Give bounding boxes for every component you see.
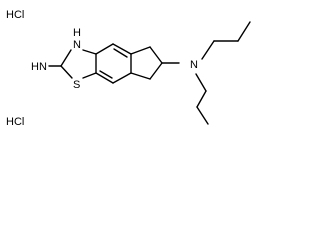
bond-c2-s1 <box>60 65 73 79</box>
amine-n-label: N <box>190 59 198 71</box>
bond-propyl1-c <box>237 21 251 42</box>
bond-propyl2-c <box>196 106 209 125</box>
bond-c4-c4a <box>112 43 132 55</box>
bond-c6-c7 <box>149 62 163 80</box>
bond-c4a-c5 <box>130 46 151 55</box>
sulfur-label: S <box>73 79 80 91</box>
bond-c2-n3-a <box>60 49 72 67</box>
bond-c8-c7a-double <box>99 70 113 79</box>
bond-n-propyl1-a <box>201 40 215 60</box>
bond-c7-c8a <box>130 72 151 80</box>
ring-nh-n-label: N <box>73 39 81 51</box>
bond-s1-c7a <box>82 72 97 79</box>
bond-n3-c3a <box>82 49 97 55</box>
chemical-structure-diagram: HCl HCl HN H N S N <box>6 9 251 128</box>
bond-n-propyl2-a <box>195 73 207 92</box>
bond-c8a-c8 <box>112 72 132 84</box>
bond-c5-c6 <box>149 46 163 64</box>
bond-c3a-c4 <box>95 43 114 55</box>
ring-nh-h-label: H <box>73 27 81 39</box>
bond-c8-c7a <box>95 72 114 84</box>
hcl-label-top: HCl <box>6 9 24 21</box>
imine-nh-label: HN <box>31 61 47 73</box>
hcl-label-bottom: HCl <box>6 116 24 128</box>
bond-c4-c4a-double <box>113 48 128 58</box>
bond-propyl2-b <box>196 90 207 108</box>
